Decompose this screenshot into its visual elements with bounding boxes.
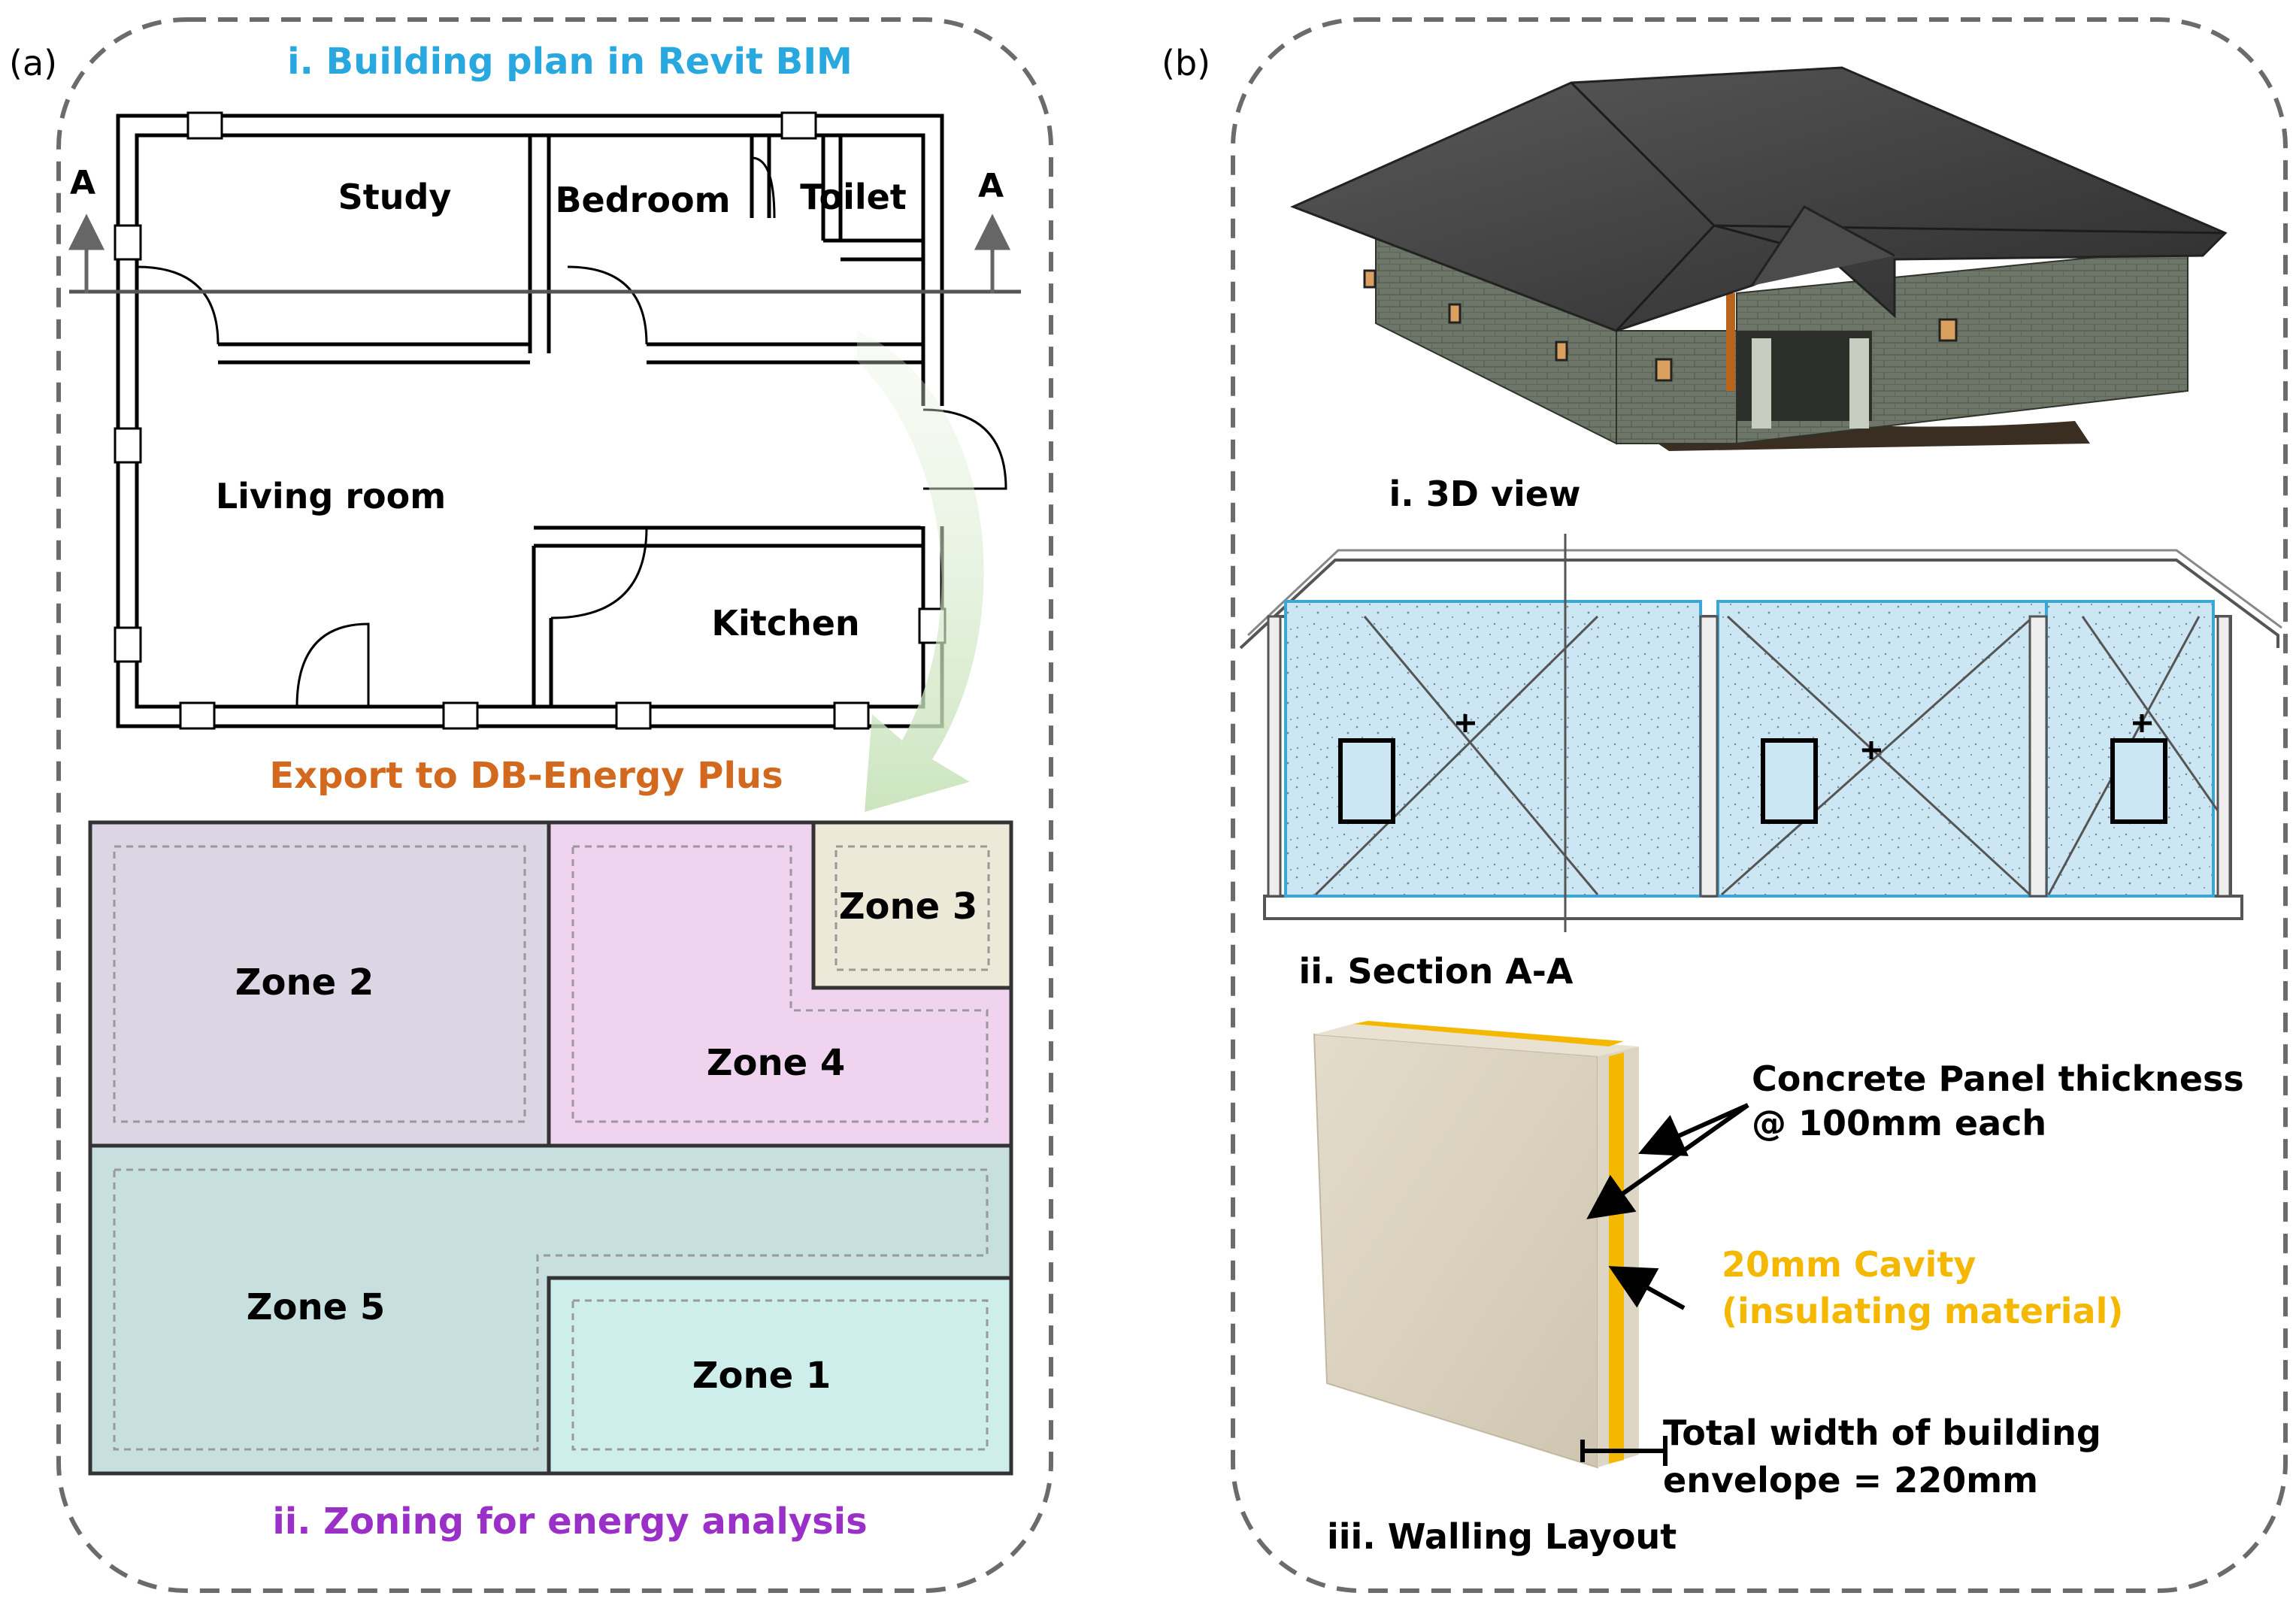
room-kitchen: Kitchen bbox=[711, 603, 859, 644]
section-arrow-left-icon bbox=[68, 213, 105, 293]
panel-a-border bbox=[56, 17, 1053, 1593]
room-bedroom: Bedroom bbox=[555, 180, 730, 220]
panel-b-label: (b) bbox=[1162, 43, 1210, 83]
cavity-line1: 20mm Cavity bbox=[1722, 1244, 1976, 1285]
zone5-label: Zone 5 bbox=[247, 1286, 386, 1328]
zone4-label: Zone 4 bbox=[707, 1042, 846, 1084]
zoning-title: ii. Zoning for energy analysis bbox=[272, 1500, 867, 1543]
cavity-line2: (insulating material) bbox=[1722, 1291, 2123, 1331]
zone3-area bbox=[811, 820, 1013, 990]
plan-title: i. Building plan in Revit BIM bbox=[287, 41, 853, 83]
zone3-label: Zone 3 bbox=[839, 886, 978, 928]
zone1-label: Zone 1 bbox=[692, 1355, 831, 1397]
zoning-diagram bbox=[88, 820, 1013, 1476]
export-arrow-icon bbox=[857, 331, 984, 812]
zone2-area bbox=[88, 820, 551, 1148]
panel-b-border bbox=[1231, 17, 2288, 1593]
section-marker-right: A bbox=[978, 167, 1004, 205]
panel-thickness-line1: Concrete Panel thickness bbox=[1752, 1058, 2244, 1099]
section-caption: ii. Section A-A bbox=[1298, 951, 1573, 992]
walling-caption: iii. Walling Layout bbox=[1327, 1516, 1677, 1557]
view3d-caption: i. 3D view bbox=[1389, 474, 1581, 514]
section-marker-left: A bbox=[70, 164, 95, 202]
room-living: Living room bbox=[216, 476, 446, 516]
section-arrow-right-icon bbox=[974, 213, 1011, 293]
annotation-arrows bbox=[1580, 1103, 1749, 1466]
wall-panel-illustration bbox=[1313, 1021, 1639, 1469]
room-study: Study bbox=[338, 177, 452, 217]
zone1-area bbox=[547, 1276, 1013, 1476]
panel-a-label: (a) bbox=[9, 43, 57, 83]
export-label: Export to DB-Energy Plus bbox=[269, 755, 783, 797]
zone2-label: Zone 2 bbox=[235, 961, 374, 1004]
room-toilet: Toilet bbox=[800, 177, 907, 217]
panel-thickness-line2: @ 100mm each bbox=[1752, 1103, 2046, 1143]
section-aa-drawing bbox=[1239, 534, 2282, 932]
zone-inner-dashes bbox=[113, 845, 990, 1451]
total-width-line2: envelope = 220mm bbox=[1663, 1460, 2038, 1500]
total-width-line1: Total width of building bbox=[1663, 1413, 2101, 1453]
house-3d-view bbox=[1290, 66, 2228, 451]
